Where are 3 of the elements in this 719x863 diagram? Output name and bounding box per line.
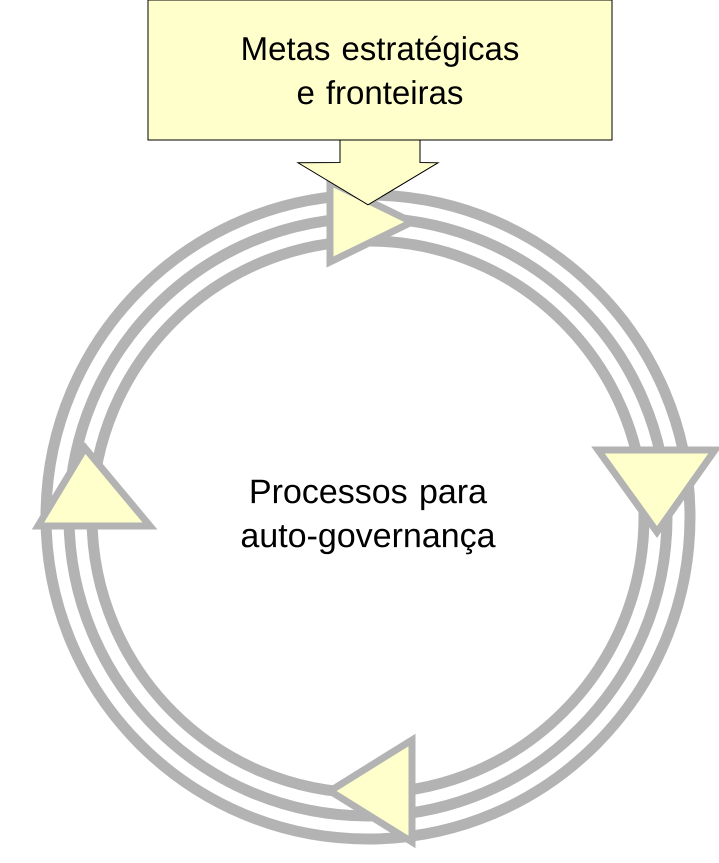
block-arrow bbox=[296, 140, 440, 206]
goal-box: Metas estratégicas e fronteiras bbox=[148, 0, 612, 140]
center-text: Processos para auto-governança bbox=[242, 480, 496, 554]
